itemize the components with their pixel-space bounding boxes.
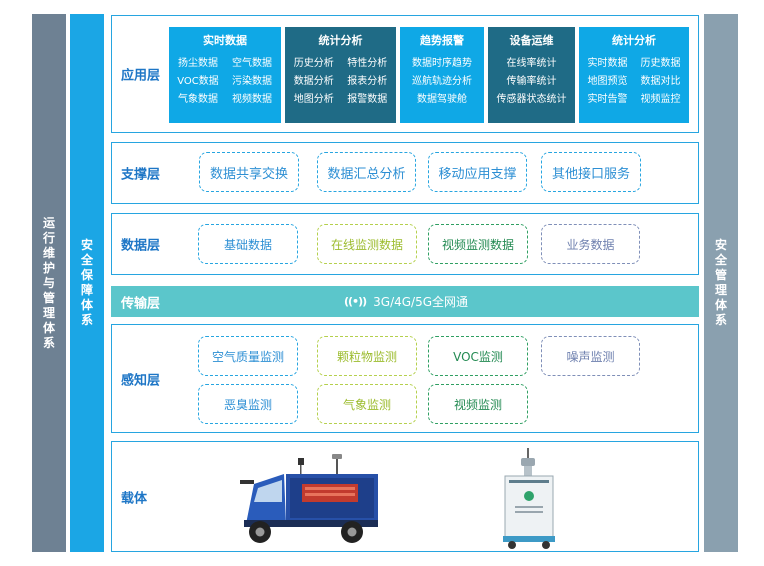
ops-management-label: 运行维护与管理体系: [42, 215, 55, 350]
app-block-realtime: 实时数据 扬尘数据 空气数据 VOC数据 污染数据 气象数据 视频数据: [169, 27, 281, 123]
monitoring-station-icon: [503, 448, 555, 549]
sensing-item: 噪声监测: [541, 336, 640, 376]
signal-icon: ((•)): [344, 294, 367, 308]
app-block-title: 设备运维: [509, 34, 554, 47]
app-item: 传输率统计: [506, 76, 557, 87]
app-block-title: 趋势报警: [420, 34, 464, 47]
app-item: 视频数据: [232, 94, 272, 105]
support-layer-label: 支撑层: [121, 167, 161, 183]
app-item: 地图分析: [293, 94, 334, 105]
app-item: 实时告警: [587, 94, 628, 105]
data-item: 在线监测数据: [317, 224, 417, 264]
monitoring-vehicle-icon: [240, 454, 378, 543]
transport-layer-label: 传输层: [121, 296, 161, 311]
app-item: 实时数据: [587, 58, 628, 69]
app-item: 报表分析: [347, 76, 388, 87]
app-item: 在线率统计: [506, 58, 557, 69]
app-item: 巡航轨迹分析: [412, 76, 472, 87]
security-management-bar: 安全管理体系: [704, 14, 738, 552]
support-layer: 支撑层 数据共享交换 数据汇总分析 移动应用支撑 其他接口服务: [111, 142, 699, 204]
carrier-layer-label: 载体: [121, 491, 148, 506]
app-block-statistics-2: 统计分析 实时数据 历史数据 地图预览 数据对比 实时告警 视频监控: [579, 27, 689, 123]
sensing-item: 空气质量监测: [198, 336, 298, 376]
app-item: 空气数据: [232, 58, 272, 69]
transport-layer: 传输层 ((•)) 3G/4G/5G全网通: [111, 286, 699, 317]
app-item: 传感器状态统计: [496, 94, 567, 105]
app-block-title: 统计分析: [318, 34, 363, 47]
app-block-statistics: 统计分析 历史分析 特性分析 数据分析 报表分析 地图分析 报警数据: [285, 27, 396, 123]
app-item: 数据对比: [640, 76, 681, 87]
sensing-layer-label: 感知层: [121, 373, 161, 388]
app-block-title: 统计分析: [612, 34, 656, 47]
support-item: 数据共享交换: [199, 152, 299, 192]
app-block-title: 实时数据: [203, 34, 247, 47]
app-item: 报警数据: [347, 94, 388, 105]
app-item: 历史分析: [293, 58, 334, 69]
data-item: 业务数据: [541, 224, 640, 264]
app-item: 污染数据: [232, 76, 272, 87]
data-layer-label: 数据层: [121, 238, 161, 254]
security-assurance-label: 安全保障体系: [80, 238, 93, 327]
support-item: 其他接口服务: [541, 152, 641, 192]
app-item: 气象数据: [178, 94, 218, 105]
app-item: 地图预览: [587, 76, 628, 87]
sensing-item: 恶臭监测: [198, 384, 298, 424]
app-item: 数据驾驶舱: [417, 94, 467, 105]
transport-network: ((•)) 3G/4G/5G全网通: [344, 287, 468, 315]
app-item: VOC数据: [177, 76, 219, 87]
carrier-layer: 载体: [111, 441, 699, 552]
sensing-layer: 感知层 空气质量监测 颗粒物监测 VOC监测 噪声监测 恶臭监测 气象监测 视频…: [111, 324, 699, 433]
application-layer-label: 应用层: [121, 68, 161, 84]
app-item: 视频监控: [640, 94, 681, 105]
security-assurance-bar: 安全保障体系: [70, 14, 104, 552]
data-item: 视频监测数据: [428, 224, 528, 264]
sensing-item: 气象监测: [317, 384, 417, 424]
data-layer: 数据层 基础数据 在线监测数据 视频监测数据 业务数据: [111, 213, 699, 275]
ops-management-bar: 运行维护与管理体系: [32, 14, 66, 552]
support-item: 移动应用支撑: [428, 152, 527, 192]
app-item: 数据时序趋势: [412, 58, 472, 69]
app-block-device-ops: 设备运维 在线率统计 传输率统计 传感器状态统计: [488, 27, 575, 123]
app-item: 特性分析: [347, 58, 388, 69]
support-item: 数据汇总分析: [317, 152, 416, 192]
network-label: 3G/4G/5G全网通: [373, 294, 469, 309]
app-block-trend-alarm: 趋势报警 数据时序趋势 巡航轨迹分析 数据驾驶舱: [400, 27, 484, 123]
app-item: 历史数据: [640, 58, 681, 69]
app-item: 扬尘数据: [178, 58, 218, 69]
application-layer: 应用层 实时数据 扬尘数据 空气数据 VOC数据 污染数据 气象数据 视频数据 …: [111, 15, 699, 133]
sensing-item: VOC监测: [428, 336, 528, 376]
data-item: 基础数据: [198, 224, 298, 264]
sensing-item: 视频监测: [428, 384, 528, 424]
app-item: 数据分析: [293, 76, 334, 87]
sensing-item: 颗粒物监测: [317, 336, 417, 376]
security-management-label: 安全管理体系: [714, 238, 727, 327]
